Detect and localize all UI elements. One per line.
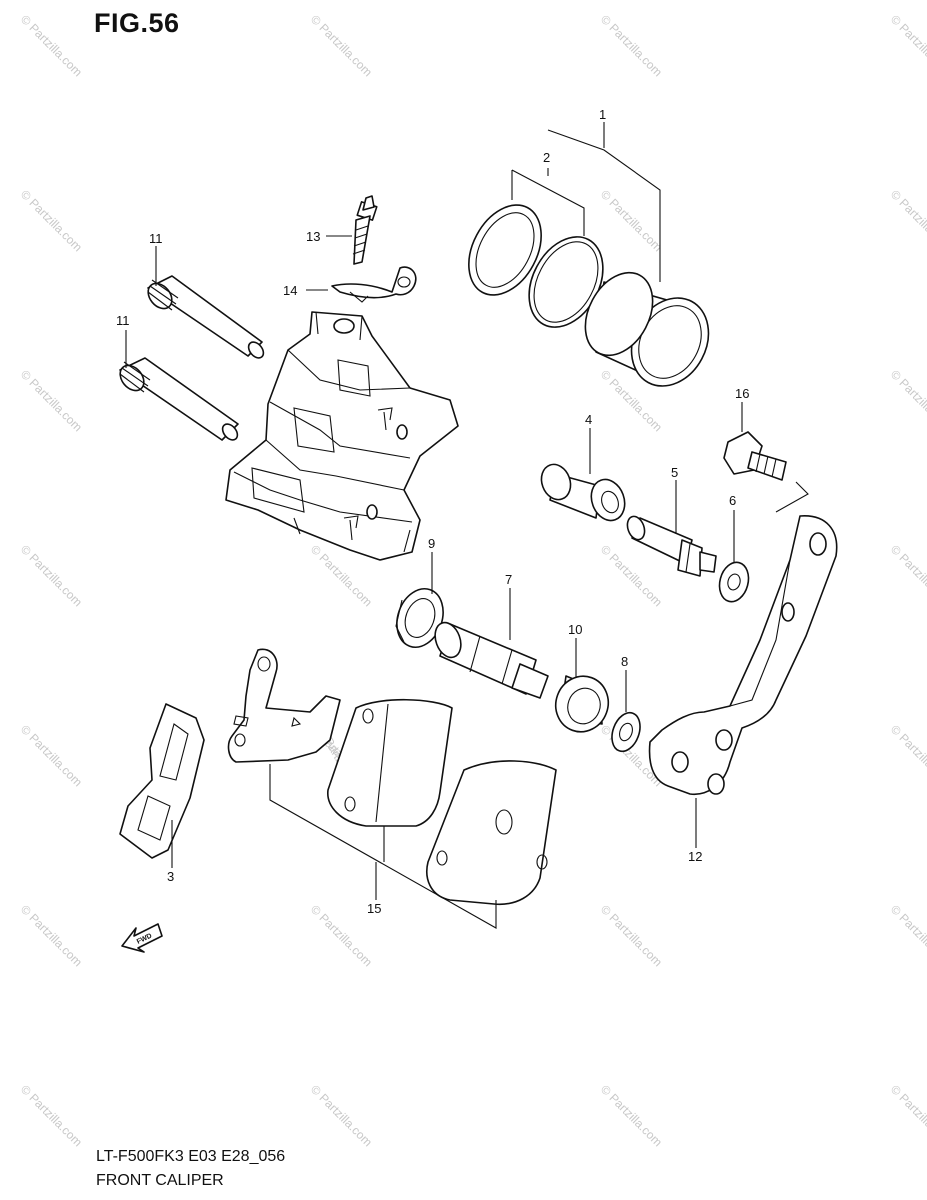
- section-name: FRONT CALIPER: [96, 1172, 224, 1189]
- part-7-guide-pin: [434, 621, 549, 699]
- watermark: © Partzilla.com: [598, 12, 665, 79]
- watermark: © Partzilla.com: [888, 722, 927, 789]
- watermark: © Partzilla.com: [888, 12, 927, 79]
- watermark: © Partzilla.com: [18, 1082, 85, 1149]
- callout-13[interactable]: 13: [306, 229, 320, 244]
- model-code: LT-F500FK3 E03 E28_056: [96, 1148, 286, 1165]
- part-3-pad-spring: [119, 703, 205, 859]
- watermark: © Partzilla.com: [18, 722, 85, 789]
- watermark: © Partzilla.com: [18, 12, 85, 79]
- part-8-washer: [611, 711, 641, 753]
- callout-6[interactable]: 6: [729, 493, 736, 508]
- callout-9[interactable]: 9: [428, 536, 435, 551]
- watermark: © Partzilla.com: [598, 542, 665, 609]
- watermark: © Partzilla.com: [598, 1082, 665, 1149]
- part-14-bleeder-cap: [331, 266, 417, 303]
- callout-numbers: 1 2 3 4 5 6 7 8 9 10 11 11 12 13 14 15 1…: [116, 107, 749, 916]
- callout-11-lower[interactable]: 11: [116, 313, 130, 328]
- figure-label: FIG.56: [94, 8, 180, 38]
- callout-1[interactable]: 1: [599, 107, 606, 122]
- watermark: © Partzilla.com: [308, 1082, 375, 1149]
- part-13-bleeder-screw: [352, 195, 378, 265]
- watermark: © Partzilla.com: [308, 12, 375, 79]
- part-4-sleeve: [540, 463, 626, 522]
- callout-7[interactable]: 7: [505, 572, 512, 587]
- part-6-washer: [718, 561, 750, 603]
- part-15-brake-pad-outer: [426, 760, 557, 905]
- part-11-lower-pin: [119, 357, 239, 441]
- leader-lines: [125, 122, 809, 929]
- part-12-caliper-bracket: [648, 515, 838, 795]
- watermark: © Partzilla.com: [18, 902, 85, 969]
- part-15-pad-shim: [227, 648, 341, 763]
- watermark: © Partzilla.com: [308, 902, 375, 969]
- callout-14[interactable]: 14: [283, 283, 297, 298]
- callout-15[interactable]: 15: [367, 901, 381, 916]
- watermark: © Partzilla.com: [598, 902, 665, 969]
- part-1-piston: [584, 271, 710, 387]
- part-5-pin-bolt: [626, 515, 717, 577]
- caliper-body: [225, 311, 459, 561]
- watermark: © Partzilla.com: [888, 902, 927, 969]
- part-2-piston-seals: [468, 204, 604, 328]
- callout-12[interactable]: 12: [688, 849, 702, 864]
- callout-16[interactable]: 16: [735, 386, 749, 401]
- watermark: © Partzilla.com: [888, 542, 927, 609]
- callout-8[interactable]: 8: [621, 654, 628, 669]
- watermark: © Partzilla.com: [888, 1082, 927, 1149]
- watermark: © Partzilla.com: [888, 367, 927, 434]
- callout-11-upper[interactable]: 11: [149, 231, 163, 246]
- watermark: © Partzilla.com: [18, 367, 85, 434]
- part-11-upper-pin: [147, 275, 265, 359]
- part-16-bolt: [723, 431, 787, 481]
- watermark: © Partzilla.com: [18, 542, 85, 609]
- callout-10[interactable]: 10: [568, 622, 582, 637]
- callout-4[interactable]: 4: [585, 412, 592, 427]
- callout-3[interactable]: 3: [167, 869, 174, 884]
- watermark: © Partzilla.com: [18, 187, 85, 254]
- part-15-brake-pad-inner: [327, 698, 453, 827]
- part-10-boot: [554, 675, 610, 733]
- watermark: © Partzilla.com: [888, 187, 927, 254]
- callout-5[interactable]: 5: [671, 465, 678, 480]
- watermark: © Partzilla.com: [598, 187, 665, 254]
- fwd-arrow-icon: FWD: [121, 923, 163, 953]
- callout-2[interactable]: 2: [543, 150, 550, 165]
